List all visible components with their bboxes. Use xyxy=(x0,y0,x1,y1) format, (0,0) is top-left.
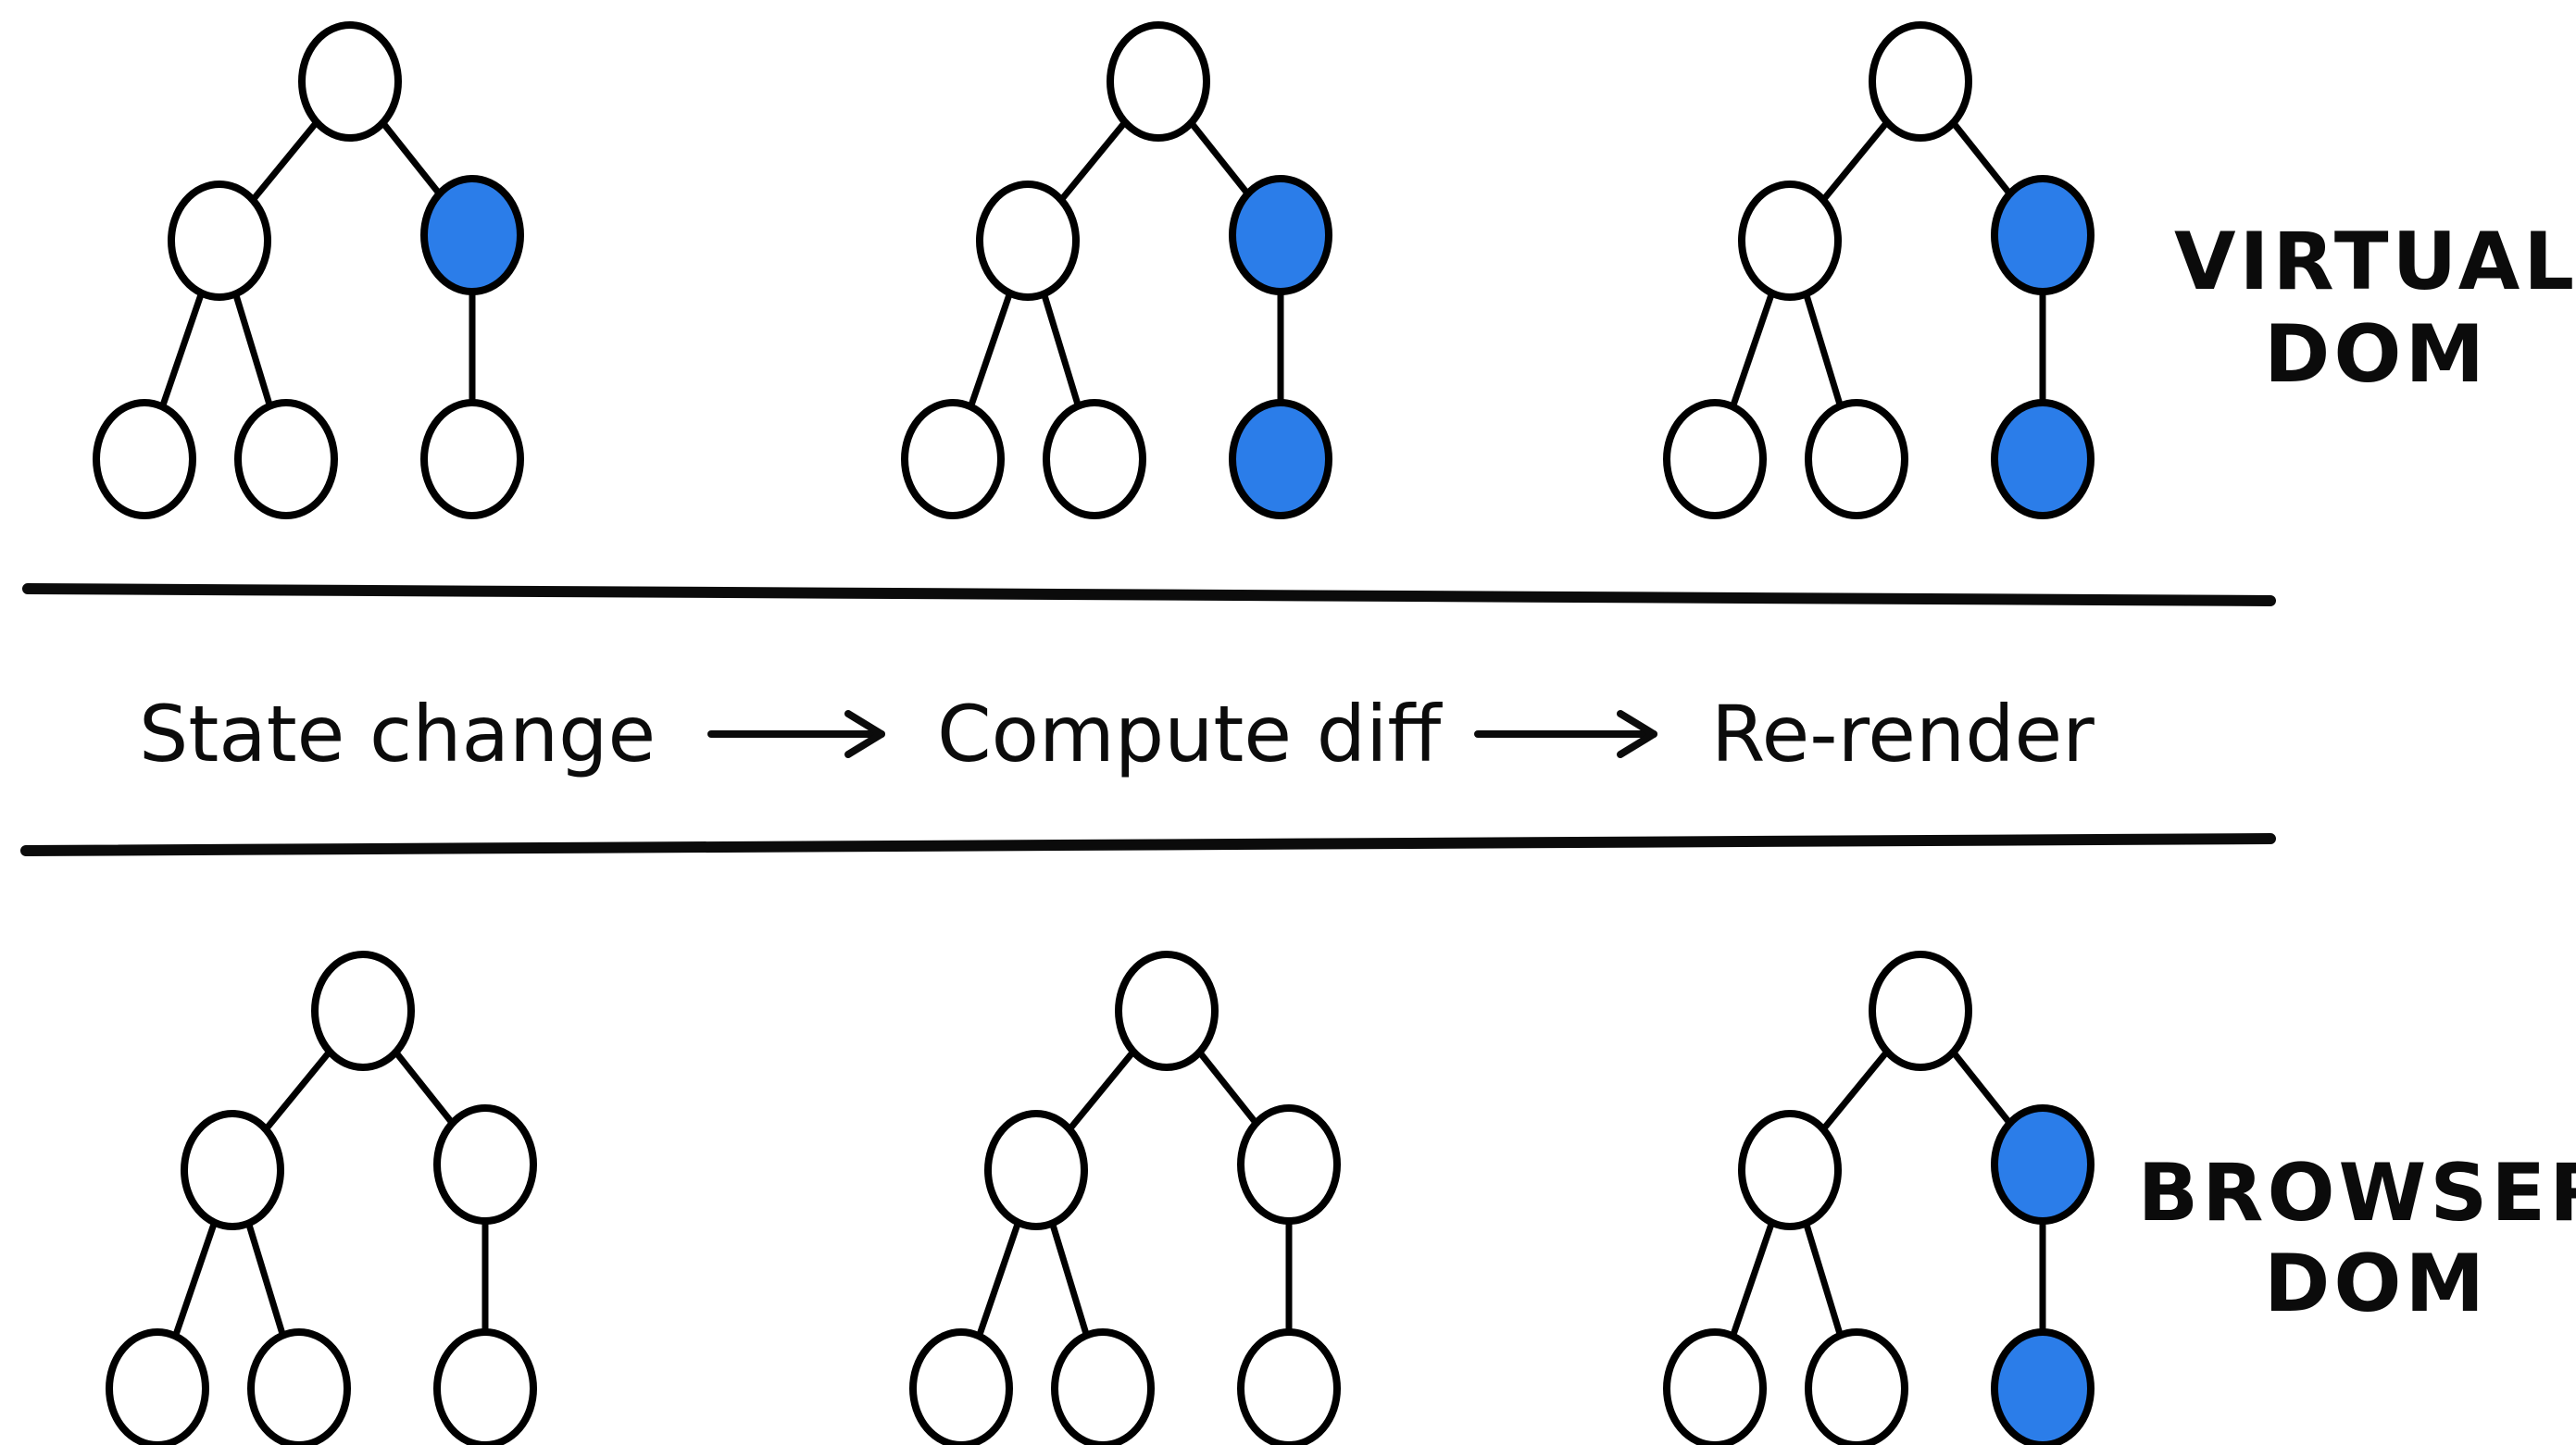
tree-node xyxy=(298,21,402,142)
divider-bottom-line xyxy=(20,833,2276,856)
tree-node xyxy=(1738,1110,1842,1230)
tree-node xyxy=(1738,181,1842,301)
tree-node-highlighted xyxy=(1991,399,2095,519)
tree-node xyxy=(433,1328,537,1445)
tree-node xyxy=(909,1328,1013,1445)
browser-dom-label-line2: DOM xyxy=(2264,1238,2488,1330)
process-flow: State change Compute diff Re-render xyxy=(139,689,2095,779)
tree-node xyxy=(1115,951,1219,1071)
tree-node xyxy=(168,181,271,301)
tree-node xyxy=(901,399,1005,519)
vdom-tree-3 xyxy=(1663,21,2095,519)
browser-dom-label-line1: BROWSER xyxy=(2138,1147,2576,1239)
tree-node-highlighted xyxy=(1991,1328,2095,1445)
vdom-tree-1 xyxy=(93,21,524,519)
process-step-state-change: State change xyxy=(139,689,656,779)
tree-node xyxy=(1805,399,1908,519)
tree-node-highlighted xyxy=(1229,399,1332,519)
virtual-dom-label-line2: DOM xyxy=(2264,308,2488,401)
browser-tree-3 xyxy=(1663,951,2095,1445)
arrow-icon xyxy=(1474,710,1657,758)
tree-node xyxy=(93,399,196,519)
tree-node xyxy=(1237,1328,1341,1445)
process-step-re-render: Re-render xyxy=(1711,689,2095,779)
tree-node xyxy=(433,1104,537,1225)
tree-node-highlighted xyxy=(1229,175,1332,295)
tree-node-highlighted xyxy=(1991,1104,2095,1225)
vdom-tree-2 xyxy=(901,21,1332,519)
tree-node xyxy=(311,951,415,1071)
divider-top-line xyxy=(22,583,2276,606)
tree-node xyxy=(976,181,1080,301)
tree-node xyxy=(234,399,338,519)
tree-node xyxy=(1043,399,1146,519)
process-step-compute-diff: Compute diff xyxy=(937,689,1443,779)
tree-node xyxy=(1869,951,1972,1071)
tree-node-highlighted xyxy=(1991,175,2095,295)
tree-node xyxy=(181,1110,284,1230)
tree-node xyxy=(1107,21,1210,142)
tree-node xyxy=(420,399,524,519)
arrow-icon xyxy=(707,710,885,758)
tree-node xyxy=(1237,1104,1341,1225)
tree-node xyxy=(984,1110,1088,1230)
browser-tree-2 xyxy=(909,951,1341,1445)
tree-node xyxy=(106,1328,209,1445)
virtual-dom-label-line1: VIRTUAL xyxy=(2174,216,2576,308)
tree-node xyxy=(1663,399,1767,519)
tree-node xyxy=(247,1328,351,1445)
tree-node xyxy=(1869,21,1972,142)
tree-node xyxy=(1051,1328,1155,1445)
trees-layer xyxy=(93,21,2095,1445)
tree-node xyxy=(1805,1328,1908,1445)
tree-node-highlighted xyxy=(420,175,524,295)
tree-node xyxy=(1663,1328,1767,1445)
browser-tree-1 xyxy=(106,951,537,1445)
browser-dom-label: BROWSER DOM xyxy=(2138,1147,2576,1330)
virtual-dom-label: VIRTUAL DOM xyxy=(2174,216,2576,401)
